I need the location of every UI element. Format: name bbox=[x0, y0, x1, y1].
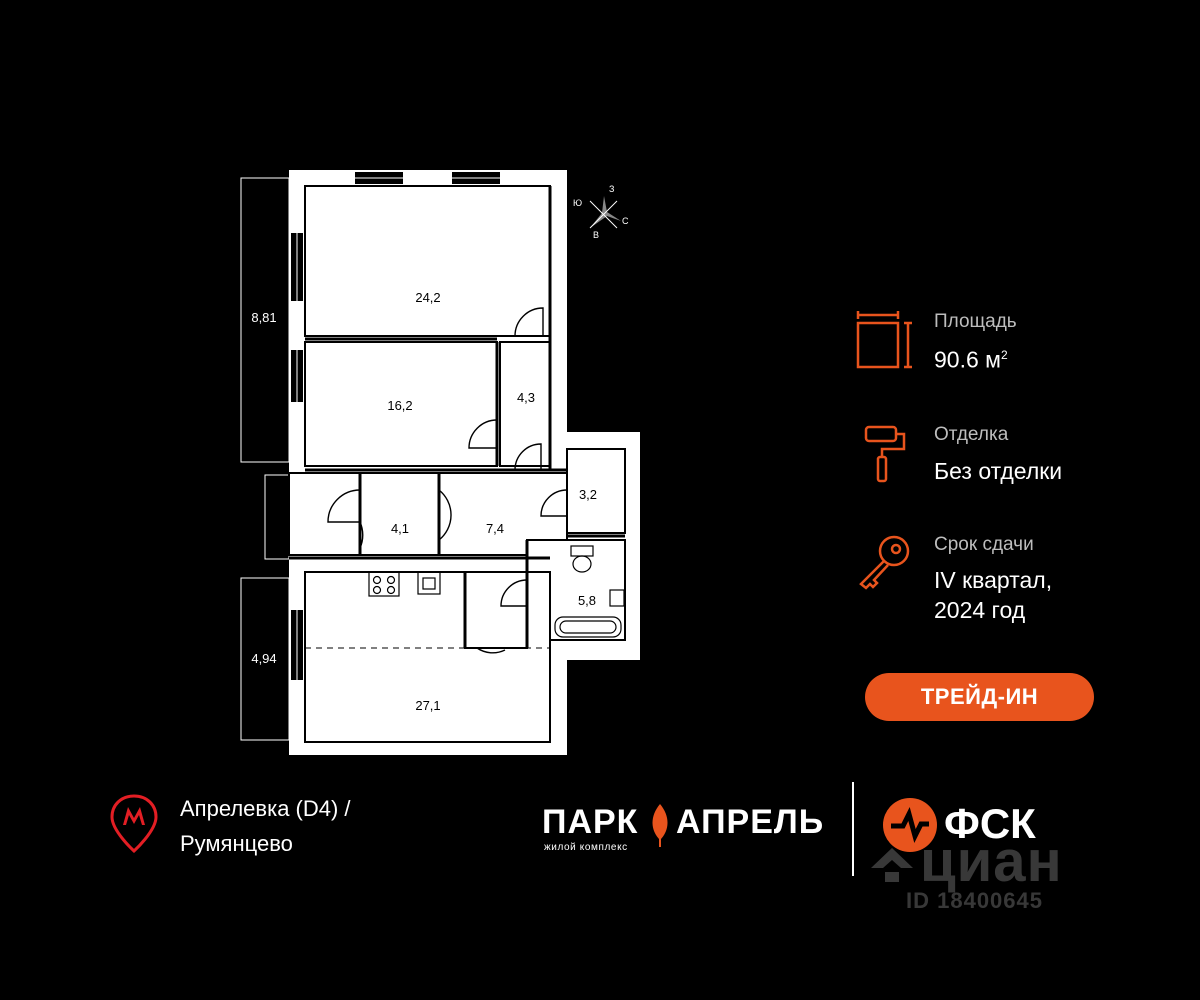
cian-logo-icon bbox=[871, 848, 913, 882]
compass-icon: З Ю С В bbox=[573, 184, 629, 240]
balcony-top-label: 8,81 bbox=[251, 310, 276, 325]
bathtub-icon bbox=[554, 616, 622, 638]
fsk-logo-icon bbox=[883, 798, 937, 852]
finish-value: Без отделки bbox=[934, 458, 1063, 484]
metro-station-line2: Румянцево bbox=[180, 831, 293, 856]
divider bbox=[852, 782, 854, 876]
metro-station-line1: Апрелевка (D4) / bbox=[180, 796, 351, 821]
room-5-8-label: 5,8 bbox=[578, 593, 596, 608]
sink-icon bbox=[417, 571, 441, 595]
balcony-bottom bbox=[240, 577, 290, 741]
metro-icon bbox=[110, 794, 158, 854]
passage bbox=[464, 571, 528, 649]
paint-roller-icon bbox=[864, 425, 906, 483]
trade-in-button[interactable]: ТРЕЙД-ИН bbox=[865, 673, 1094, 721]
delivery-value-line1: IV квартал, bbox=[934, 567, 1053, 593]
svg-text:Ю: Ю bbox=[573, 198, 582, 208]
area-value: 90.6 м2 bbox=[934, 346, 1008, 373]
room-16-2 bbox=[304, 341, 498, 467]
brand-subtitle: жилой комплекс bbox=[544, 842, 628, 853]
washbasin-icon bbox=[609, 589, 625, 607]
room-4-3-label: 4,3 bbox=[517, 390, 535, 405]
watermark-name: циан bbox=[920, 829, 1063, 894]
area-label: Площадь bbox=[934, 311, 1017, 332]
svg-text:В: В bbox=[593, 230, 599, 240]
room-3-2-label: 3,2 bbox=[579, 487, 597, 502]
watermark-id: ID 18400645 bbox=[906, 888, 1043, 913]
room-16-2-label: 16,2 bbox=[387, 398, 412, 413]
room-24-2-label: 24,2 bbox=[415, 290, 440, 305]
finish-label: Отделка bbox=[934, 424, 1009, 445]
room-4-1-label: 4,1 bbox=[391, 521, 409, 536]
balcony-bottom-label: 4,94 bbox=[251, 651, 276, 666]
key-icon bbox=[859, 535, 910, 590]
leaf-icon bbox=[652, 804, 668, 847]
room-27-1-label: 27,1 bbox=[415, 698, 440, 713]
room-24-2 bbox=[304, 185, 551, 337]
brand-name-left: ПАРК bbox=[542, 803, 639, 841]
svg-text:З: З bbox=[609, 184, 614, 194]
room-7-4-label: 7,4 bbox=[486, 521, 504, 536]
svg-text:С: С bbox=[622, 216, 629, 226]
room-3-2 bbox=[566, 448, 626, 534]
developer-name: ФСК bbox=[944, 800, 1036, 847]
entrance-niche bbox=[264, 474, 290, 560]
stove-icon bbox=[368, 571, 400, 597]
delivery-value-line2: 2024 год bbox=[934, 597, 1026, 623]
room-4-1 bbox=[288, 472, 440, 556]
delivery-label: Срок сдачи bbox=[934, 534, 1034, 555]
brand-name-right: АПРЕЛЬ bbox=[676, 803, 825, 841]
area-icon bbox=[856, 311, 912, 369]
balcony-top bbox=[240, 177, 290, 463]
